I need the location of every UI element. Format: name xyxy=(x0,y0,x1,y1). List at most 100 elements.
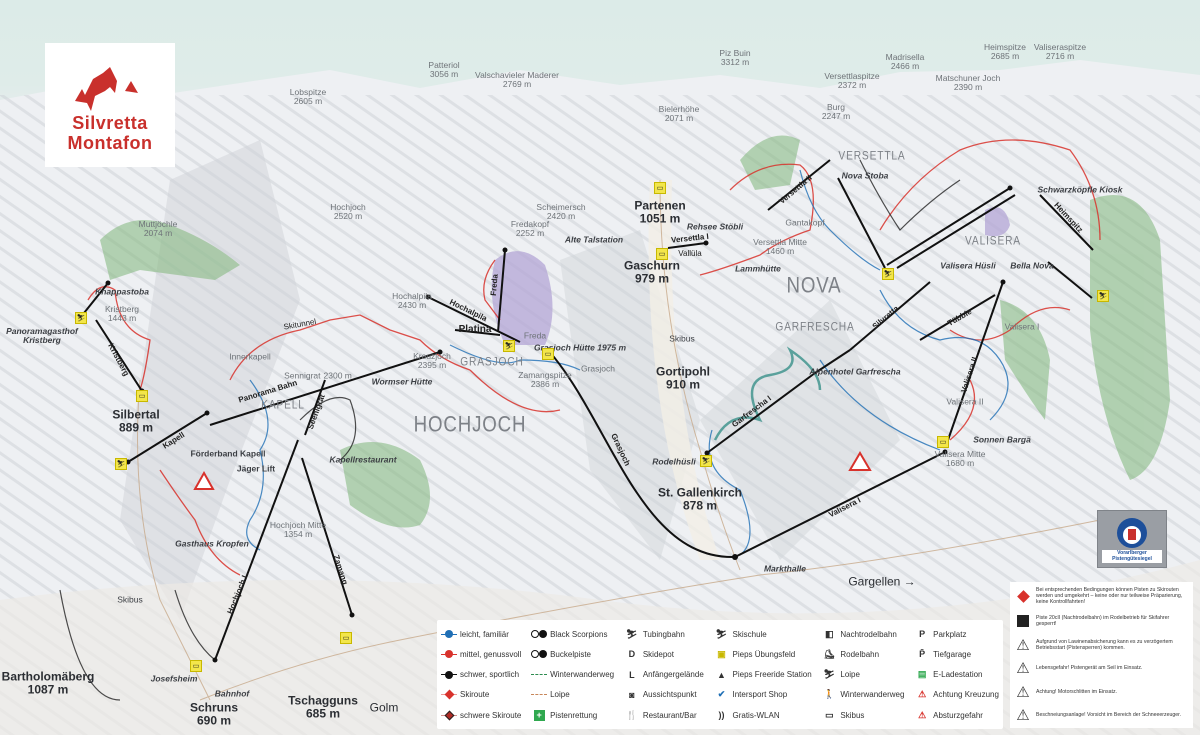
legend-label: Tubingbahn xyxy=(642,629,685,639)
legend-label: Black Scorpions xyxy=(550,629,608,639)
skibus-icon: ▭ xyxy=(825,709,834,720)
fall-danger-icon: ⚠ xyxy=(918,709,927,720)
legend-label: E-Ladestation xyxy=(933,670,983,679)
hard-ski-route-icon xyxy=(441,709,457,721)
cross-country-icon: ⛷ xyxy=(823,669,836,679)
seal-line-1: Vorarlberger xyxy=(1117,550,1147,556)
legend-column-activities: ◧Nachtrodelbahn ⛸Rodelbahn ⛷Loipe 🚶Winte… xyxy=(821,626,905,723)
legend-label xyxy=(531,650,540,659)
legend-item: P̄Tiefgarage xyxy=(914,646,999,662)
legend-label: Pieps Übungsfeld xyxy=(732,649,796,659)
legend-item: Black Scorpions xyxy=(531,626,614,642)
forest-areas xyxy=(100,135,1170,528)
legend-item: Buckelpiste xyxy=(531,646,614,662)
seal-line-2: Pistengütesiegel xyxy=(1112,555,1152,562)
hut-label: Rehsee Stöbli xyxy=(686,221,744,232)
gondola-icon: ▭ xyxy=(654,182,666,194)
snowmaking-warning-icon: ⚠ xyxy=(1016,707,1030,725)
note-text: Lebensgefahr! Pistengerät am Seil im Ein… xyxy=(1036,665,1143,672)
intersport-shop-icon: ✔ xyxy=(717,689,726,700)
chairlift-icon: ⛷ xyxy=(115,458,127,470)
night-sledding-icon: ◧ xyxy=(825,628,834,639)
snowmobile-warning-icon: ⚠ xyxy=(1016,683,1030,701)
pieps-freeride-icon: ▲ xyxy=(717,669,726,680)
legend-label: Achtung Kreuzung xyxy=(933,690,999,700)
legend-item: ▤ E-Ladestation xyxy=(914,667,999,683)
silvretta-montafon-logo: Silvretta Montafon xyxy=(45,43,175,167)
hut-label: Panoramagasthof Kristberg xyxy=(6,326,78,345)
legend-column-services: ⛷Skischule ▣Pieps Übungsfeld ▲Pieps Free… xyxy=(714,626,812,723)
legend-label xyxy=(445,670,453,679)
legend-item: +Pistenrettung xyxy=(531,707,614,723)
legend-item: ))Gratis-WLAN xyxy=(714,707,812,723)
seal-emblem-icon xyxy=(1117,518,1147,548)
chairlift-icon: ⛷ xyxy=(503,340,515,352)
legend-label: Skibus xyxy=(840,710,865,720)
legend-label xyxy=(531,674,548,675)
chairlift-icon: ⛷ xyxy=(1097,290,1109,302)
lift-label: Vallüla xyxy=(678,248,702,258)
black-piste-icon xyxy=(441,669,457,681)
legend-column-special: Black Scorpions Buckelpiste Winterwander… xyxy=(531,626,614,723)
hut-label: Markthalle xyxy=(763,563,807,574)
wifi-icon: )) xyxy=(718,710,725,720)
hut-label: Knappastoba xyxy=(95,286,149,297)
legend-item: ◙Aussichtspunkt xyxy=(624,687,704,703)
legend-label: Restaurant/Bar xyxy=(642,710,697,720)
legend-item: ⚠Achtung Kreuzung xyxy=(914,687,999,703)
gondola-icon: ▭ xyxy=(190,660,202,672)
hut-label: Alte Talstation xyxy=(564,234,624,245)
area-label-nova: NOVA xyxy=(786,272,842,298)
legend-column-pistes: leicht, familiär mittel, genussvoll schw… xyxy=(441,626,521,723)
legend-item: Loipe xyxy=(531,687,614,703)
hut-label: Sonnen Bargä xyxy=(973,434,1031,445)
garage-icon: P̄ xyxy=(919,649,926,660)
note-text: Aufgrund von Lawinenabsicherung kann es … xyxy=(1036,638,1173,651)
peak-label: Valisera II xyxy=(946,396,984,407)
logo-line-1: Silvretta xyxy=(72,113,148,133)
hut-label: Valisera Hüsli xyxy=(940,260,996,271)
legend-item: mittel, genussvoll xyxy=(441,646,521,662)
hut-label: Bella Nova xyxy=(1010,260,1054,271)
area-label-valisera: VALISERA xyxy=(965,233,1021,248)
note-text: Piste 20cII (Nachtrodelbahn) im Rodelbet… xyxy=(1036,615,1170,628)
hut-label: Jäger Lift xyxy=(236,463,276,474)
pistes-teal xyxy=(713,346,822,441)
legend-label: Skischule xyxy=(732,629,767,639)
area-label-grasjoch: GRASJOCH xyxy=(460,354,524,369)
legend-label: Rodelbahn xyxy=(840,649,880,659)
legend-label xyxy=(444,689,454,700)
gondola-icon: ▭ xyxy=(656,248,668,260)
e-charging-icon: ▤ xyxy=(917,669,927,679)
mountain-logo-icon xyxy=(75,67,138,111)
hut-label: Alpenhotel Garfrescha xyxy=(809,366,901,377)
hut-label: Josefsheim xyxy=(150,673,198,684)
legend-label: schwere Skiroute xyxy=(460,710,522,720)
hut-label: Rodelhüsli xyxy=(652,456,696,467)
peak-label: Valisera I xyxy=(1004,321,1040,332)
note-text: Beschneiungsanlage! Vorsicht im Bereich … xyxy=(1036,712,1182,719)
legend-item: ⛸Rodelbahn xyxy=(821,646,904,662)
lift-stations xyxy=(105,185,1013,663)
chairlift-icon: ⛷ xyxy=(882,268,894,280)
pistes-red xyxy=(87,139,1101,576)
legend-label xyxy=(445,650,453,659)
blue-piste-icon xyxy=(441,628,457,640)
